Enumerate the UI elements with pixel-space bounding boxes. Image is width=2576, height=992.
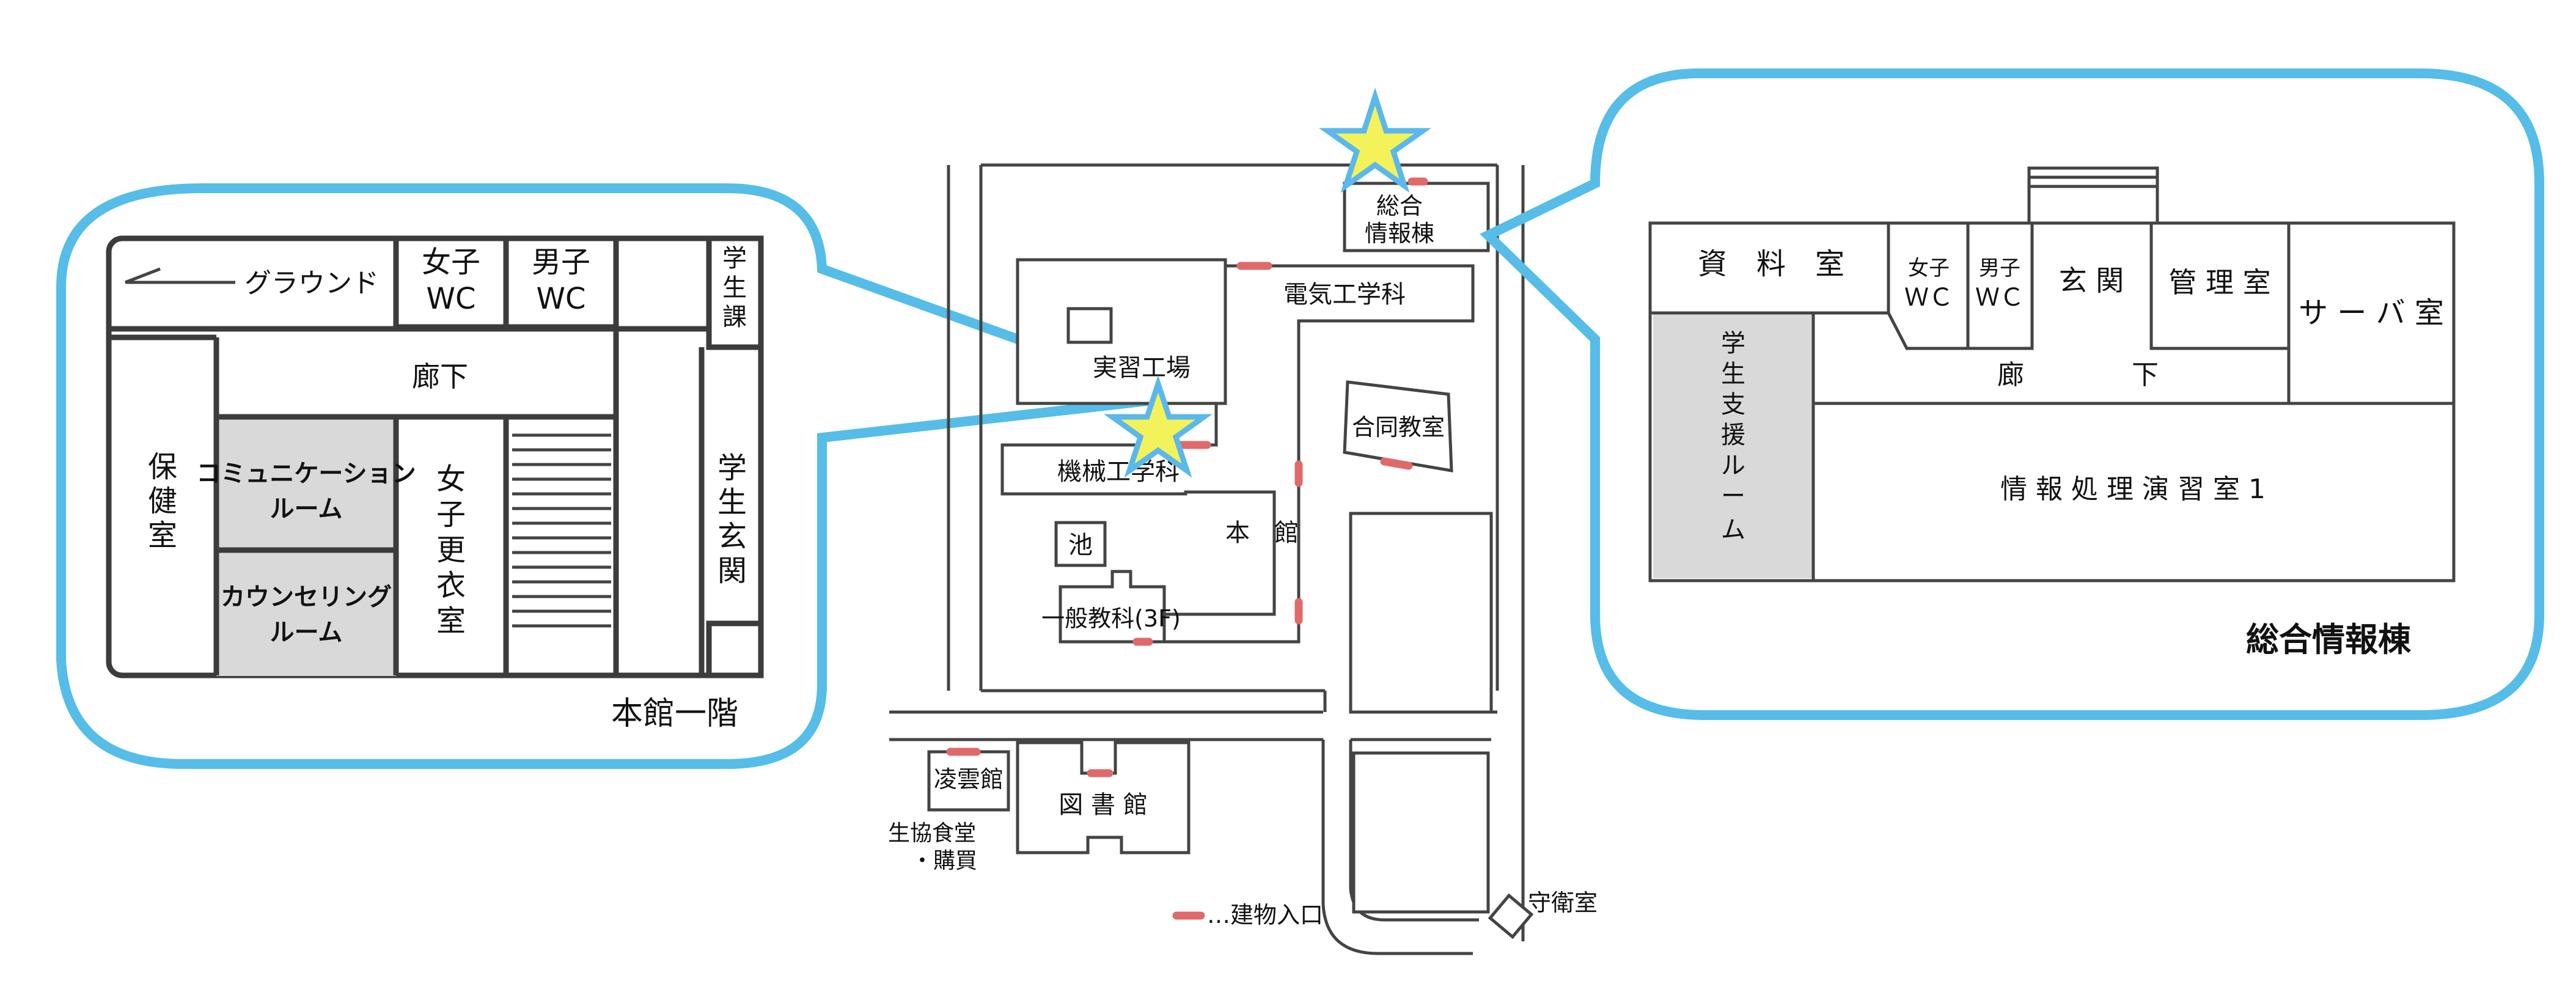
- info-men-wc-1: 男子: [1979, 256, 2020, 281]
- seikyo-label-2: ・購買: [911, 848, 977, 873]
- support-room-fill: [1653, 313, 1813, 578]
- ground-label: グラウンド: [244, 268, 379, 299]
- sougou-label-2: 情報棟: [1365, 220, 1434, 247]
- communication-room-2: ルーム: [270, 495, 343, 523]
- health-room-1: 保: [148, 450, 177, 484]
- womens-locker-3: 更: [436, 533, 466, 567]
- student-affairs-box: [706, 235, 764, 350]
- info-floor-plan: 資 料 室 女子 ＷＣ 男子 ＷＣ 玄 関 管 理 室 サ ー バ 室 廊 下 …: [1648, 166, 2456, 582]
- archive-label: 資 料 室: [1698, 247, 1844, 281]
- practice-room-label: 情 報 処 理 演 習 室 1: [2000, 474, 2266, 505]
- ryoun-label: 凌雲館: [934, 766, 1004, 793]
- info-building-caption: 総合情報棟: [2246, 620, 2412, 659]
- server-label: サ ー バ 室: [2299, 296, 2444, 330]
- callout-bubble-right: [1480, 68, 2544, 720]
- parking-block: [1349, 512, 1493, 714]
- star-marker-icon: [1104, 375, 1213, 478]
- womens-locker-4: 衣: [436, 568, 466, 603]
- student-affairs-3: 課: [722, 303, 747, 331]
- women-wc-label-line1: 女子: [422, 245, 480, 279]
- student-entrance-2: 生: [717, 485, 747, 520]
- grey-rooms: [216, 417, 396, 676]
- sougou-building: [1343, 182, 1490, 252]
- arrow-left-icon: [125, 267, 235, 284]
- ippan-building: [1059, 570, 1166, 644]
- godo-label: 合同教室: [1352, 414, 1445, 441]
- corridor-label: 廊下: [412, 360, 468, 393]
- womens-locker-2: 子: [436, 498, 466, 532]
- student-entrance-3: 玄: [717, 520, 747, 554]
- support-room-1: 学: [1721, 329, 1745, 358]
- communication-room-1: コミュニケーション: [196, 460, 416, 488]
- ryoun-building: [927, 750, 1010, 812]
- counseling-room-1: カウンセリング: [221, 583, 392, 611]
- entrance-markers: [946, 177, 1428, 777]
- womens-locker-5: 室: [436, 604, 466, 638]
- student-affairs-2: 生: [722, 274, 747, 302]
- jisshu-label: 実習工場: [1093, 354, 1191, 382]
- campus-plan: 総合 情報棟 実習工場 電気工学科 機械工学科 本 館 合同教室 池 一般教科(…: [888, 87, 1598, 955]
- small-room: [706, 620, 764, 678]
- ippan-label: 一般教科(3F): [1041, 605, 1181, 632]
- support-room-2: 生: [1721, 360, 1745, 388]
- info-corridor-label: 廊 下: [1997, 359, 2159, 391]
- support-room-3: 支: [1721, 391, 1745, 419]
- denki-label: 電気工学科: [1283, 281, 1406, 309]
- support-room-6: ー: [1721, 482, 1745, 510]
- counseling-room-2: ルーム: [270, 619, 343, 647]
- pond-label: 池: [1068, 531, 1093, 559]
- support-room-7: ム: [1721, 516, 1745, 544]
- men-wc-label-line2: WC: [537, 282, 586, 316]
- sougou-label-1: 総合: [1376, 193, 1423, 219]
- legend-label: …建物入口: [1207, 902, 1323, 928]
- star-marker-icon: [1318, 87, 1432, 193]
- health-room-3: 室: [148, 518, 177, 553]
- admin-room: [2149, 221, 2291, 350]
- info-women-wc-2: ＷＣ: [1904, 284, 1953, 312]
- pond: [1054, 521, 1107, 567]
- honkan-label: 本 館: [1225, 519, 1299, 547]
- support-room-5: ル: [1721, 452, 1745, 480]
- callout-bubble-left: [56, 183, 1181, 769]
- info-men-wc-2: ＷＣ: [1975, 284, 2024, 312]
- womens-locker-1: 女: [436, 462, 466, 496]
- student-entrance-4: 関: [717, 554, 747, 588]
- main-floor-caption: 本館一階: [611, 696, 738, 732]
- main-floor-callout: グラウンド 女子 WC 男子 WC 学 生 課 廊下 保 健 室 コミュニケーシ…: [56, 183, 1181, 769]
- student-affairs-1: 学: [722, 244, 747, 273]
- health-room-2: 健: [148, 484, 177, 518]
- field-block: [1352, 751, 1490, 914]
- godo-building: [1343, 380, 1453, 472]
- admin-label: 管 理 室: [2168, 266, 2270, 299]
- women-wc-label-line2: WC: [427, 282, 476, 316]
- guard-label: 守衛室: [1528, 889, 1598, 916]
- jisshu-inner: [1066, 307, 1113, 344]
- seikyo-label-1: 生協食堂: [888, 821, 976, 846]
- info-women-wc-1: 女子: [1908, 256, 1950, 281]
- info-entrance-label: 玄 関: [2059, 264, 2124, 297]
- stairs-icon: [512, 433, 611, 628]
- library-building: [1016, 741, 1191, 854]
- guard-house: [1488, 893, 1534, 939]
- main-floor-plan: グラウンド 女子 WC 男子 WC 学 生 課 廊下 保 健 室 コミュニケーシ…: [106, 235, 764, 678]
- library-label: 図 書 館: [1059, 791, 1147, 819]
- kikai-label: 機械工学科: [1057, 458, 1180, 486]
- student-entrance-1: 学: [717, 451, 747, 485]
- jisshu-building: [1016, 258, 1227, 405]
- info-building-callout: 資 料 室 女子 ＷＣ 男子 ＷＣ 玄 関 管 理 室 サ ー バ 室 廊 下 …: [1480, 68, 2544, 720]
- men-wc-label-line1: 男子: [532, 245, 590, 279]
- support-room-4: 援: [1721, 421, 1745, 449]
